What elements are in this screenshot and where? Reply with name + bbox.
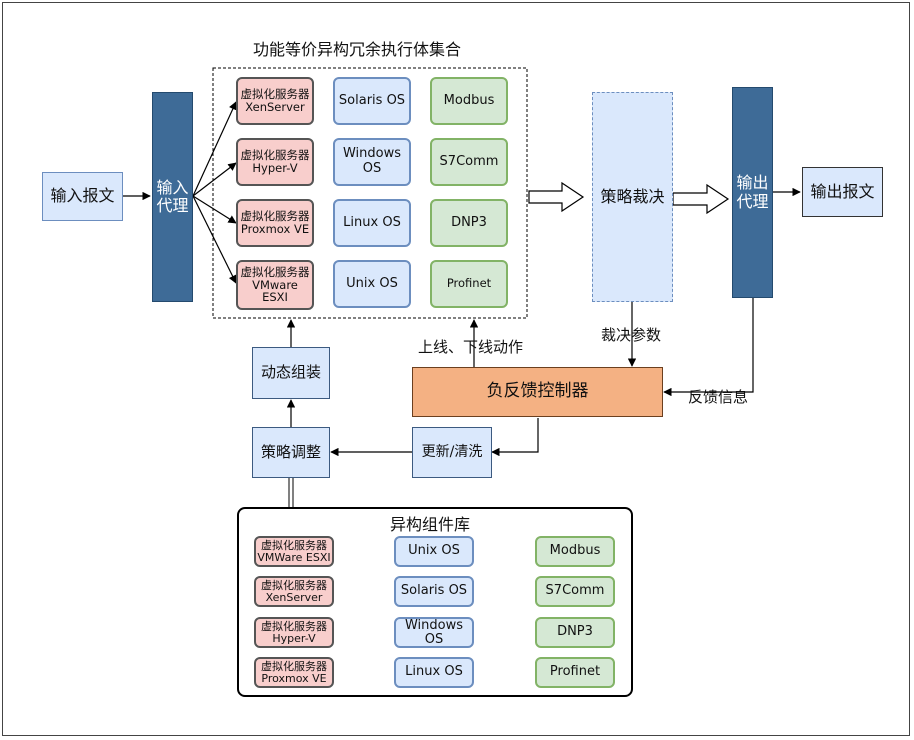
- input-message-box: 输入报文: [42, 172, 123, 221]
- dynamic-assembly-box: 动态组装: [252, 347, 330, 399]
- lib-proto-profinet: Profinet: [535, 657, 615, 688]
- decision-params-label: 裁决参数: [601, 326, 662, 344]
- arrow-proxy-to-vmware: [192, 195, 237, 284]
- lib-os-windows: Windows OS: [394, 617, 474, 648]
- feedback-info-label: 反馈信息: [688, 388, 749, 406]
- output-proxy-box: 输出 代理: [732, 87, 773, 298]
- pool-virt-proxmox: 虚拟化服务器 Proxmox VE: [236, 199, 314, 247]
- lib-os-solaris: Solaris OS: [394, 576, 474, 607]
- hollow-arrow-decision-to-output: [672, 183, 730, 215]
- component-library-title: 异构组件库: [390, 515, 471, 534]
- hollow-arrow-pool-to-decision: [528, 181, 585, 213]
- strategy-decision-box: 策略裁决: [592, 92, 673, 302]
- lib-virt-hyperv: 虚拟化服务器 Hyper-V: [254, 617, 334, 648]
- pool-proto-modbus: Modbus: [430, 77, 508, 125]
- arrow-feedback: [663, 298, 754, 397]
- pool-proto-profinet: Profinet: [430, 260, 508, 308]
- lib-os-unix: Unix OS: [394, 536, 474, 567]
- lib-proto-dnp3: DNP3: [535, 617, 615, 648]
- pool-virt-hyperv: 虚拟化服务器 Hyper-V: [236, 138, 314, 186]
- pool-proto-dnp3: DNP3: [430, 199, 508, 247]
- lib-proto-modbus: Modbus: [535, 536, 615, 567]
- pool-proto-s7comm: S7Comm: [430, 138, 508, 186]
- update-clean-box: 更新/清洗: [412, 427, 492, 478]
- online-offline-label: 上线、下线动作: [418, 338, 524, 356]
- lib-virt-vmware: 虚拟化服务器 VMWare ESXI: [254, 536, 334, 567]
- lib-proto-s7comm: S7Comm: [535, 576, 615, 607]
- pool-os-windows: Windows OS: [333, 138, 411, 186]
- pool-os-unix: Unix OS: [333, 260, 411, 308]
- arrow-proxy-to-proxmox: [192, 195, 237, 224]
- pool-os-solaris: Solaris OS: [333, 77, 411, 125]
- output-message-box: 输出报文: [802, 167, 883, 217]
- arrow-proxy-to-hyperv: [192, 162, 237, 197]
- executor-pool-title: 功能等价异构冗余执行体集合: [253, 40, 462, 59]
- strategy-adjust-box: 策略调整: [252, 427, 330, 478]
- lib-os-linux: Linux OS: [394, 657, 474, 688]
- arrow-controller-to-update: [491, 418, 539, 457]
- lib-virt-proxmox: 虚拟化服务器 Proxmox VE: [254, 657, 334, 688]
- pool-virt-vmware: 虚拟化服务器 VMware ESXI: [236, 260, 314, 310]
- executor-pool-border: [212, 67, 528, 319]
- pool-virt-xenserver: 虚拟化服务器 XenServer: [236, 77, 314, 125]
- pool-os-linux: Linux OS: [333, 199, 411, 247]
- lib-virt-xenserver: 虚拟化服务器 XenServer: [254, 576, 334, 607]
- arrow-proxy-to-xen: [192, 101, 237, 197]
- input-proxy-box: 输入 代理: [152, 92, 193, 302]
- feedback-controller-box: 负反馈控制器: [412, 367, 663, 417]
